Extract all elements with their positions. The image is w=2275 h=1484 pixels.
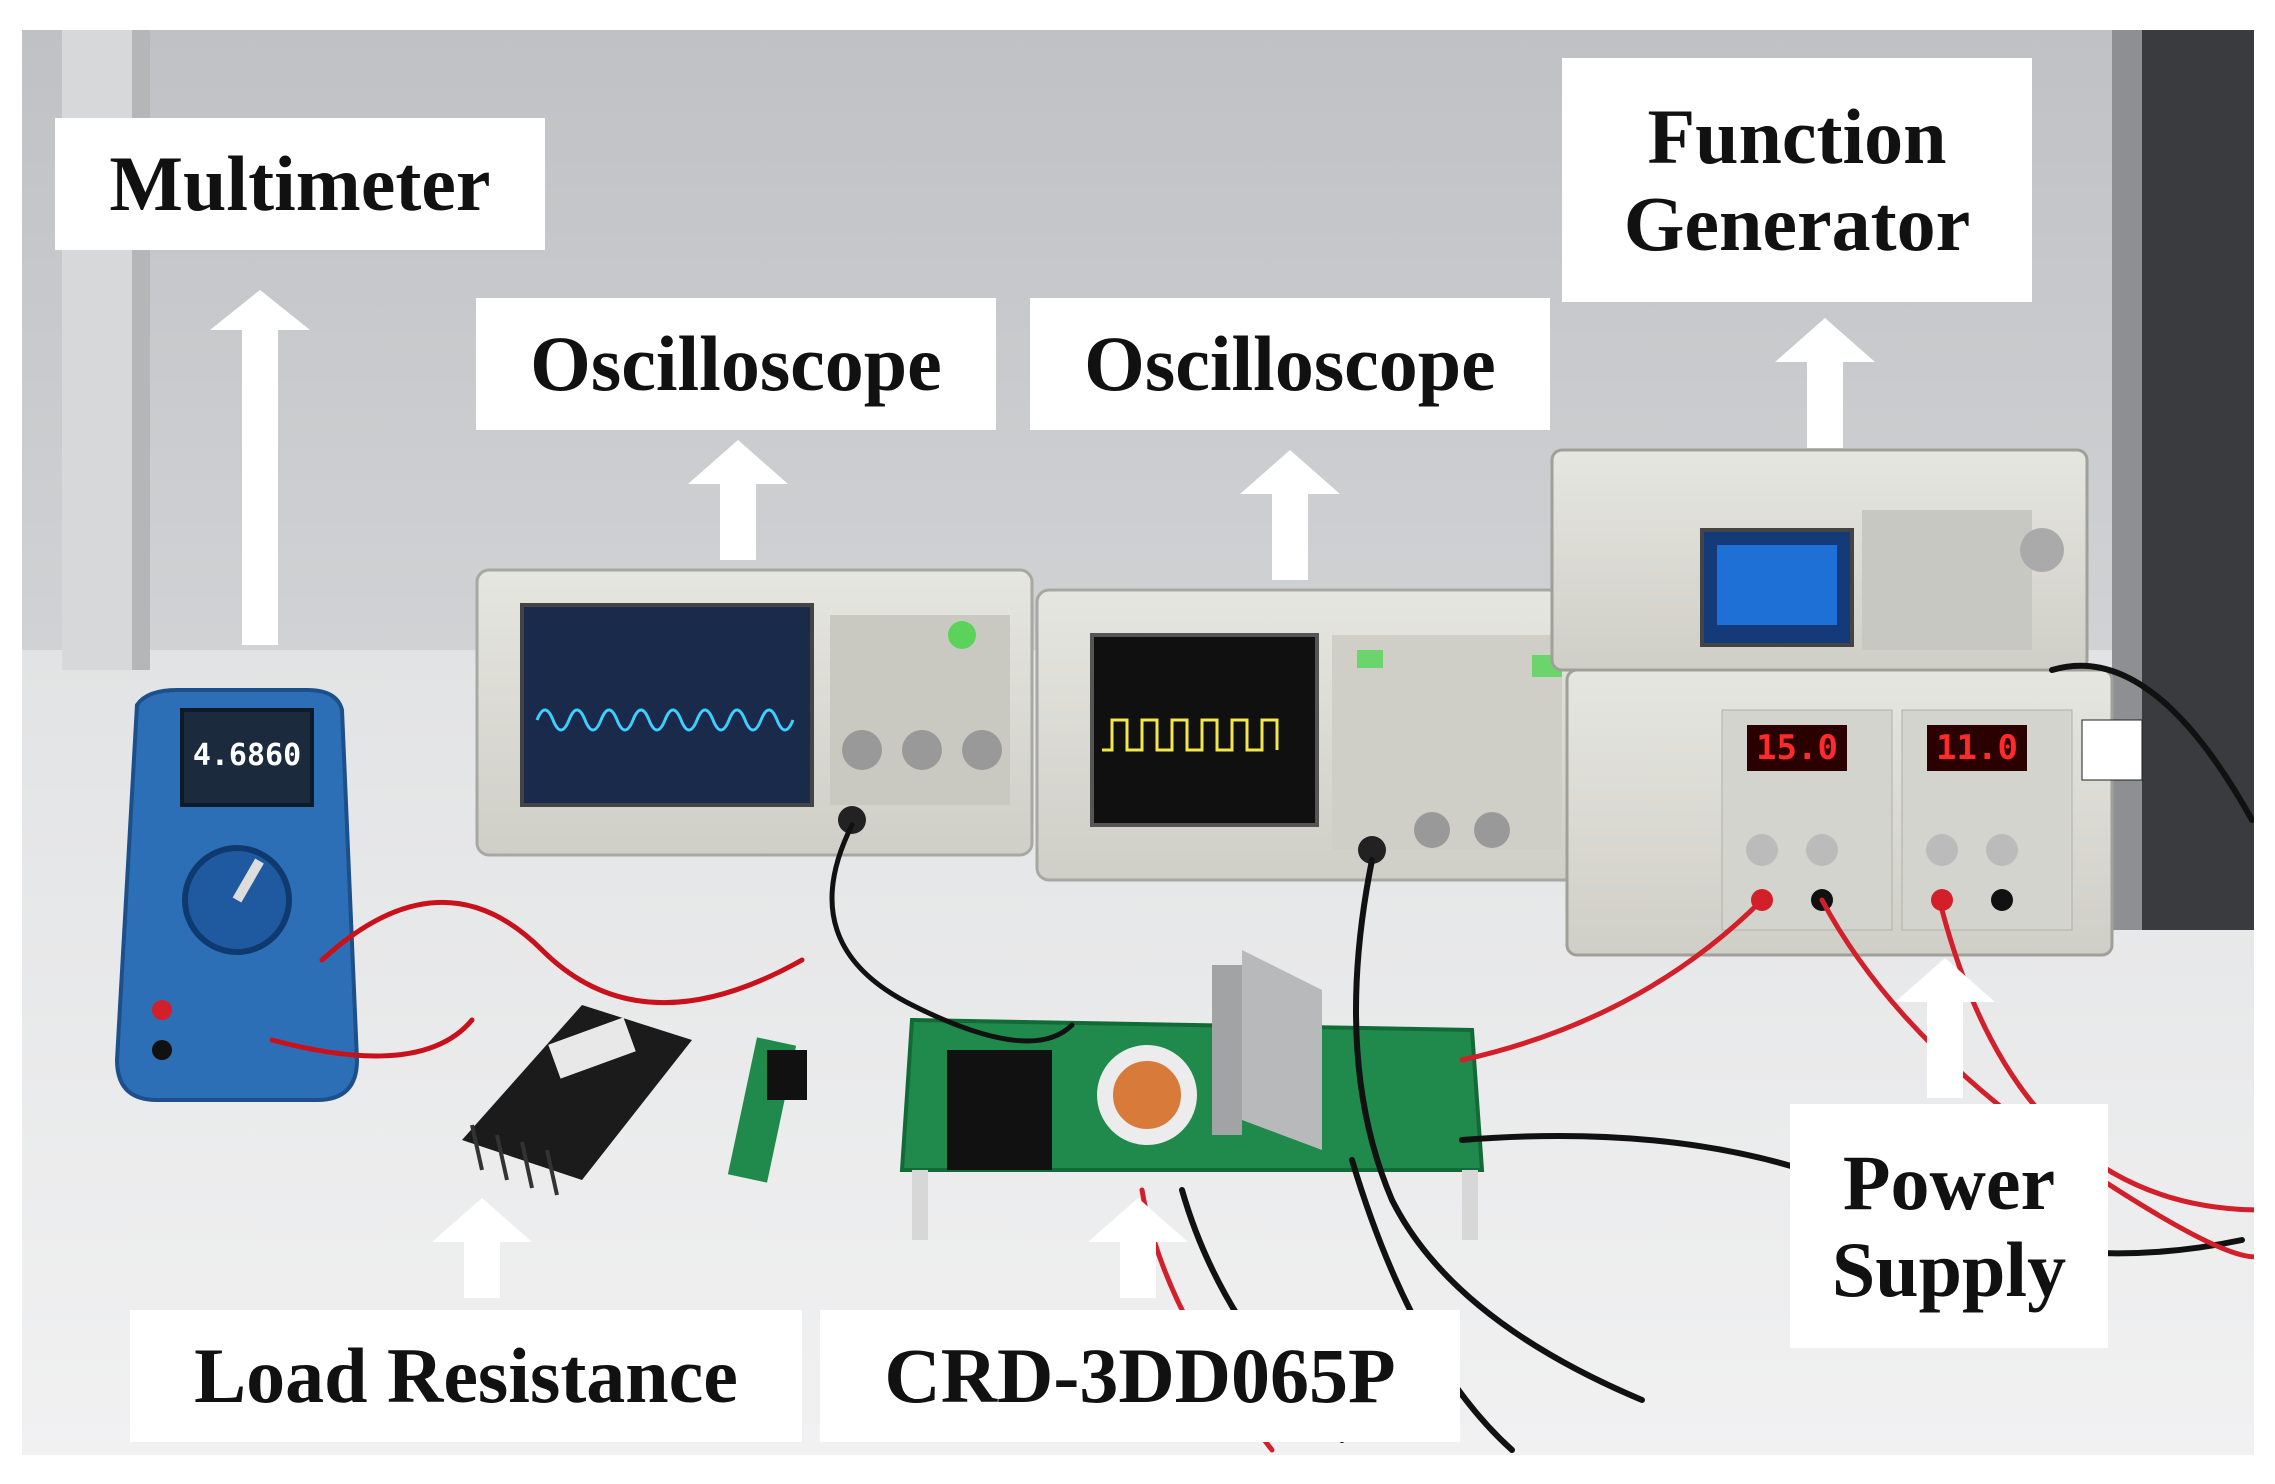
oscilloscope-1-arrow-icon: [688, 440, 788, 560]
power-supply-ch1-display: 15.0: [1747, 725, 1847, 771]
power-supply-ch2-display: 11.0: [1927, 725, 2027, 771]
power-supply: [1565, 668, 2143, 957]
power-supply-label: Power Supply: [1790, 1104, 2108, 1348]
board-arrow-icon: [1088, 1198, 1188, 1298]
oscilloscope-2-label: Oscilloscope: [1030, 298, 1550, 430]
multimeter-display: 4.6860: [192, 737, 302, 773]
load-resistance-label: Load Resistance: [130, 1310, 802, 1442]
board-label: CRD-3DD065P: [820, 1310, 1460, 1442]
crd-3dd065p-board: [899, 950, 1485, 1240]
oscilloscope-1-label: Oscilloscope: [476, 298, 996, 430]
load-resistance-label-text: Load Resistance: [194, 1332, 738, 1420]
multimeter: [114, 688, 360, 1102]
oscilloscope-2-label-text: Oscilloscope: [1084, 320, 1496, 408]
rack: [2142, 30, 2254, 930]
function-generator-label-line2: Generator: [1623, 180, 1971, 267]
load-resistance: [462, 1005, 692, 1196]
multimeter-arrow-icon: [210, 290, 310, 645]
board-label-text: CRD-3DD065P: [884, 1332, 1396, 1420]
power-supply-label-line1: Power: [1842, 1138, 2056, 1226]
multimeter-label-text: Multimeter: [109, 140, 491, 228]
oscilloscope-2-arrow-icon: [1240, 450, 1340, 580]
oscilloscope-1-label-text: Oscilloscope: [530, 320, 942, 408]
function-generator-label-line1: Function: [1647, 92, 1947, 180]
function-generator-arrow-icon: [1775, 318, 1875, 448]
multimeter-label: Multimeter: [55, 118, 545, 250]
oscilloscope-2: [1035, 588, 1584, 882]
function-generator-label: Function Generator: [1562, 58, 2032, 302]
function-generator: [1550, 448, 2089, 672]
oscilloscope-1: [475, 568, 1034, 857]
load-resistance-arrow-icon: [432, 1198, 532, 1298]
power-supply-arrow-icon: [1895, 958, 1995, 1098]
power-supply-label-line2: Supply: [1831, 1226, 2067, 1313]
